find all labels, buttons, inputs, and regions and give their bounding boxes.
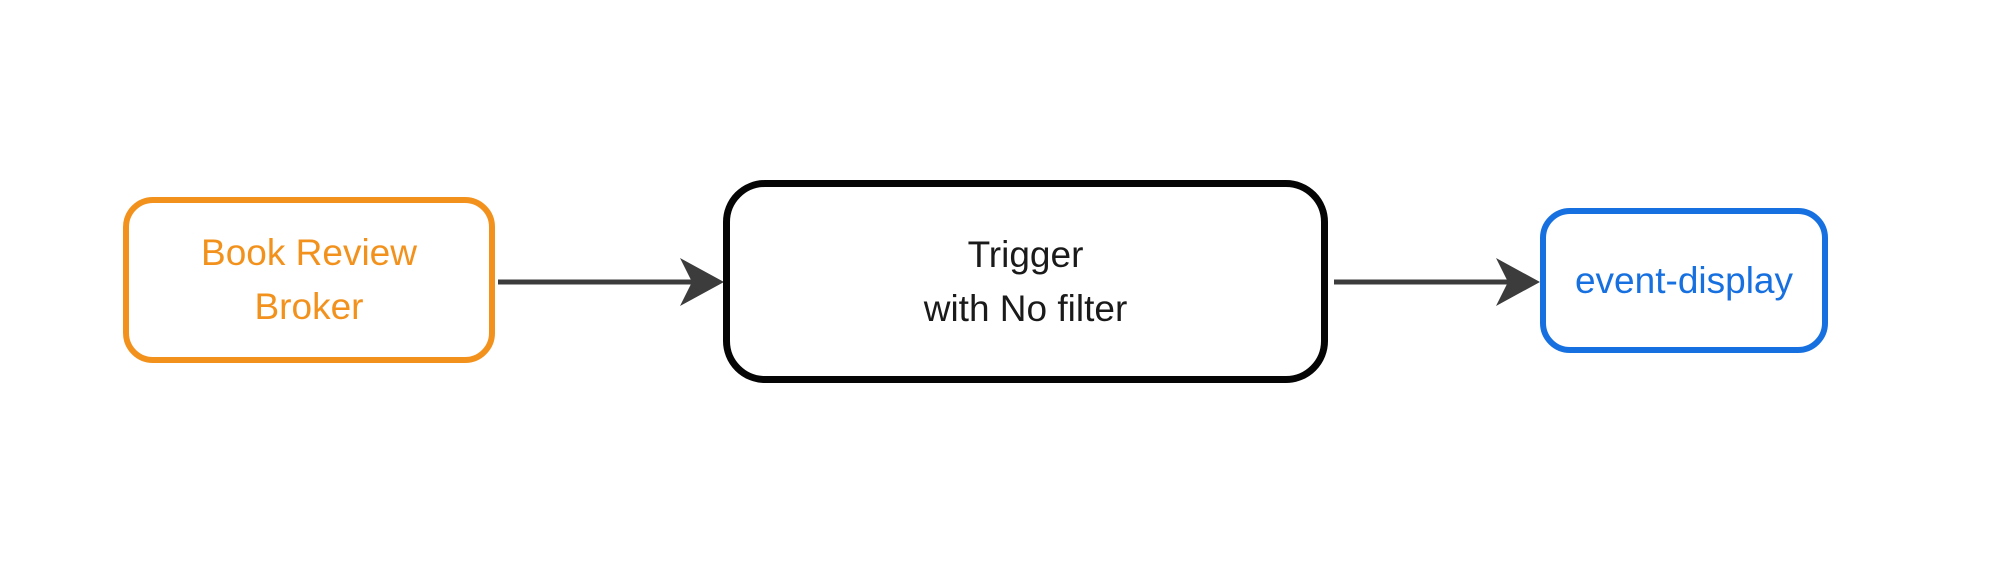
node-event-display-label: event-display — [1574, 259, 1793, 301]
edge-broker-to-trigger — [498, 258, 724, 306]
node-trigger-with-no-filter: Trigger with No filter — [723, 180, 1328, 383]
node-event-display: event-display — [1540, 208, 1828, 353]
arrowhead-icon — [1496, 258, 1540, 306]
node-book-review-broker: Book Review Broker — [123, 197, 495, 363]
node-book-review-broker-label: Book Review Broker — [201, 232, 417, 327]
arrowhead-icon — [680, 258, 724, 306]
node-trigger-with-no-filter-label: Trigger with No filter — [923, 233, 1128, 329]
edge-trigger-to-event-display — [1334, 258, 1540, 306]
